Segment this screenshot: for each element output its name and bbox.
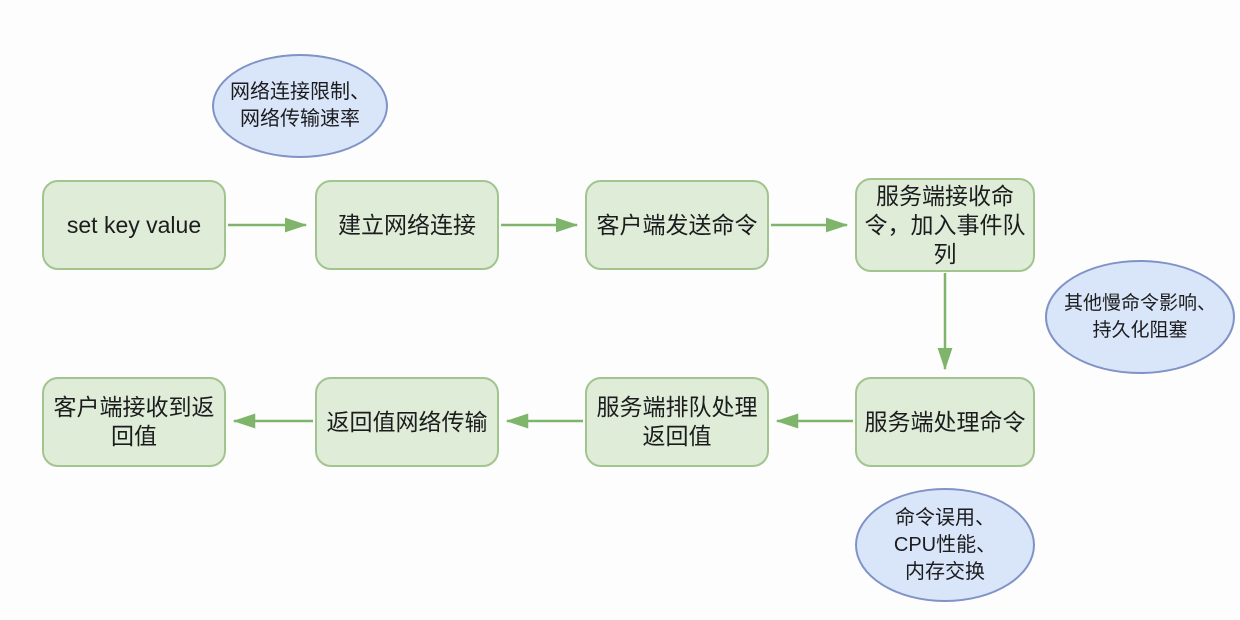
- annotation-line: 持久化阻塞: [1092, 320, 1188, 341]
- node-label-line: 返回值网络传输: [326, 408, 488, 435]
- node-client-receive-return-value: 客户端接收到返 回值: [42, 377, 226, 467]
- node-set-key-value: set key value: [42, 180, 226, 270]
- annotation-line: CPU性能、: [893, 533, 997, 556]
- annotation-command-misuse: 命令误用、 CPU性能、 内存交换: [855, 488, 1035, 602]
- node-establish-network-connection: 建立网络连接: [315, 180, 499, 270]
- node-label-line: 令，加入事件队: [864, 211, 1026, 238]
- annotation-network-limit: 网络连接限制、 网络传输速率: [212, 54, 388, 158]
- node-label-line: 列: [933, 240, 957, 267]
- annotation-line: 网络传输速率: [240, 108, 360, 130]
- node-client-send-command: 客户端发送命令: [585, 180, 769, 270]
- node-label-line: 服务端排队处理: [596, 394, 758, 420]
- node-server-process-command: 服务端处理命令: [855, 377, 1035, 467]
- node-label-line: 客户端发送命令: [596, 211, 758, 238]
- node-label-line: set key value: [66, 211, 202, 238]
- annotation-line: 命令误用、: [895, 506, 995, 529]
- node-server-queue-return-value: 服务端排队处理 返回值: [585, 377, 769, 467]
- node-label-line: 客户端接收到返: [53, 394, 215, 420]
- annotation-line: 内存交换: [905, 560, 985, 583]
- node-return-value-network-transfer: 返回值网络传输: [315, 377, 499, 467]
- node-label-line: 服务端处理命令: [864, 408, 1026, 435]
- node-label-line: 返回值: [642, 423, 712, 449]
- annotation-line: 网络连接限制、: [230, 81, 370, 103]
- node-server-receive-command: 服务端接收命 令，加入事件队 列: [855, 178, 1035, 272]
- node-label-line: 服务端接收命: [876, 182, 1014, 209]
- annotation-line: 其他慢命令影响、: [1063, 293, 1216, 314]
- node-label-line: 回值: [111, 423, 157, 449]
- node-label-line: 建立网络连接: [338, 211, 476, 238]
- annotation-slow-command-blocking: 其他慢命令影响、 持久化阻塞: [1045, 260, 1235, 374]
